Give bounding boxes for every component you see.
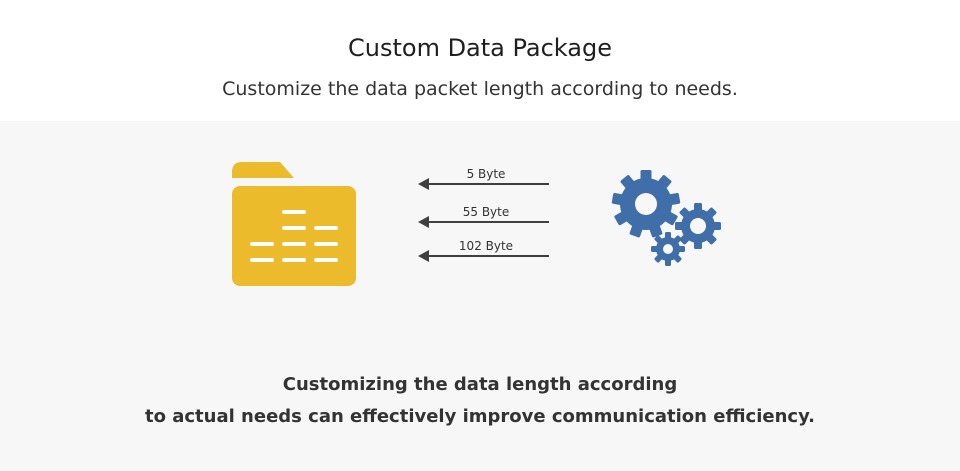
arrow-5-byte: 5 Byte [418,167,554,190]
arrow-label: 5 Byte [466,167,506,181]
left-arrow-icon [418,216,549,228]
arrow-label: 102 Byte [458,239,514,253]
folder-document-icon [232,162,356,286]
page-title: Custom Data Package [348,34,612,62]
arrow-55-byte: 55 Byte [418,205,554,228]
large-gear-icon [611,170,681,238]
gears-icon [611,170,721,266]
content-panel [0,121,960,471]
left-arrow-icon [418,250,549,262]
left-arrow-icon [418,178,549,190]
small-gear-icon [651,232,685,266]
description-line-2: to actual needs can effectively improve … [145,406,815,427]
medium-gear-icon [675,203,721,249]
header: Custom Data Package Customize the data p… [0,0,960,121]
page-subtitle: Customize the data packet length accordi… [222,78,738,100]
description-line-1: Customizing the data length according [282,374,678,395]
arrow-label: 55 Byte [462,205,510,219]
arrow-102-byte: 102 Byte [418,239,554,262]
